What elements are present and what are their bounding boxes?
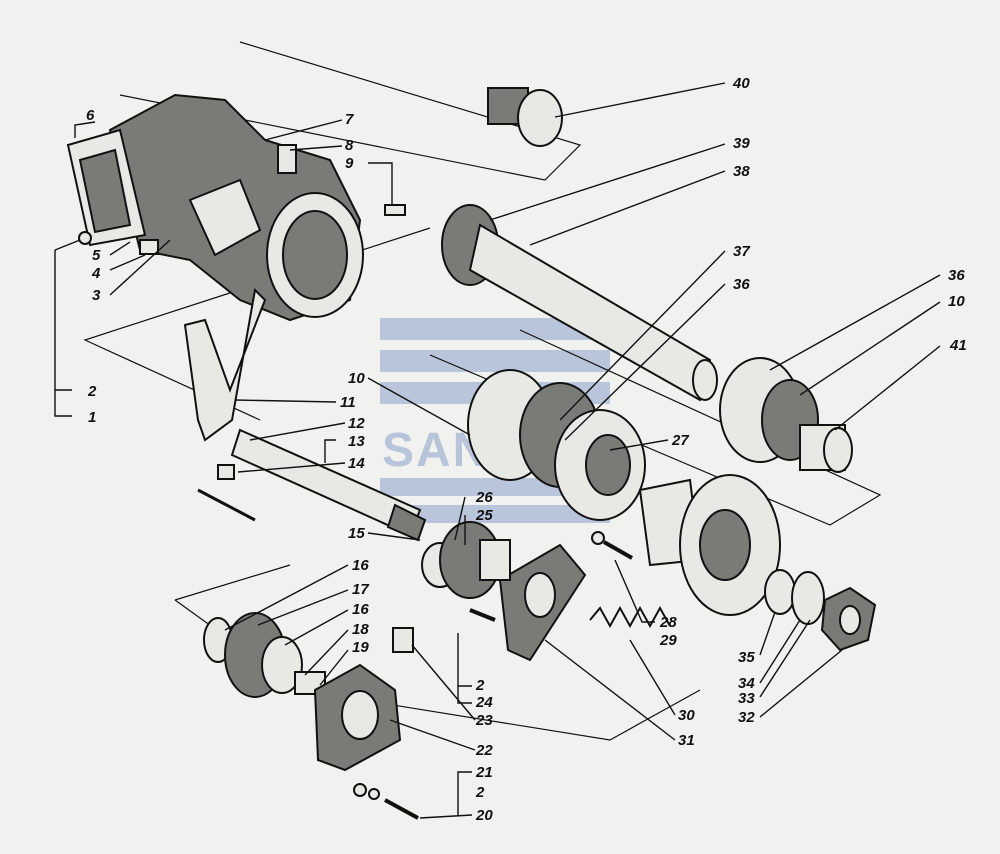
callout-37: 37 [733,243,750,260]
nut-32 [820,586,877,652]
callout-36-right: 36 [948,267,965,284]
bearing-assembly-right [719,357,853,473]
callout-35: 35 [738,649,755,666]
callout-25: 25 [475,507,493,524]
callout-11: 11 [340,394,356,411]
gear-40 [487,87,563,147]
spring-30 [589,605,671,629]
callout-38: 38 [733,163,750,180]
callout-labels: 6 5 4 3 2 1 7 8 9 40 39 38 37 36 36 10 4… [86,75,967,824]
bolt-24 [469,608,496,622]
cover-plate [66,128,147,247]
callout-10-right: 10 [948,293,965,310]
callout-4: 4 [91,265,101,282]
callout-8: 8 [345,137,354,154]
callout-16-top: 16 [352,557,369,574]
callout-29: 29 [659,632,677,649]
bolt-5 [54,231,92,251]
set-screw-14 [217,464,235,480]
bearing-assembly-center [467,369,646,521]
callout-16-bottom: 16 [352,601,369,618]
callout-33: 33 [738,690,755,707]
callout-14: 14 [348,455,365,472]
callout-39: 39 [733,135,750,152]
callout-15: 15 [348,525,365,542]
plate-31 [498,543,587,662]
gearbox-housing [108,93,364,322]
callout-40: 40 [732,75,750,92]
leader-lines [54,82,941,819]
callout-41: 41 [949,337,967,354]
bolt-28 [591,531,633,560]
flange-17 [224,612,303,698]
callout-13: 13 [348,433,365,450]
switch-4 [139,239,159,255]
bolt-9 [384,204,406,216]
gear-assembly-25-26 [421,521,511,599]
shift-fork [183,287,267,442]
callout-17: 17 [352,581,369,598]
callout-19: 19 [352,639,369,656]
bolt-20 [353,783,419,820]
callout-20: 20 [475,807,493,824]
callout-2: 2 [87,383,97,400]
callout-22: 22 [475,742,493,759]
callout-2-mid: 2 [475,677,485,694]
callout-5: 5 [92,247,101,264]
flange-34 [638,474,781,616]
callout-28: 28 [659,614,677,631]
shift-rod [230,428,427,542]
callout-31: 31 [678,732,695,749]
callout-34: 34 [738,675,755,692]
callout-24: 24 [475,694,493,711]
callout-23: 23 [475,712,493,729]
callout-21: 21 [475,764,493,781]
callout-7: 7 [345,111,354,128]
callout-12: 12 [348,415,365,432]
pin [197,488,256,522]
washer-33 [791,571,825,625]
callout-2-bottom: 2 [475,784,485,801]
callout-1: 1 [88,409,96,426]
bolt-23 [392,627,414,653]
callout-36-center: 36 [733,276,750,293]
callout-18: 18 [352,621,369,638]
callout-3: 3 [92,287,101,304]
callout-10-center: 10 [348,370,365,387]
callout-26: 26 [475,489,493,506]
callout-30: 30 [678,707,695,724]
callout-32: 32 [738,709,755,726]
callout-27: 27 [671,432,689,449]
callout-6: 6 [86,107,95,124]
washer-35 [764,569,796,615]
cover-22 [313,663,402,772]
callout-9: 9 [345,155,354,172]
